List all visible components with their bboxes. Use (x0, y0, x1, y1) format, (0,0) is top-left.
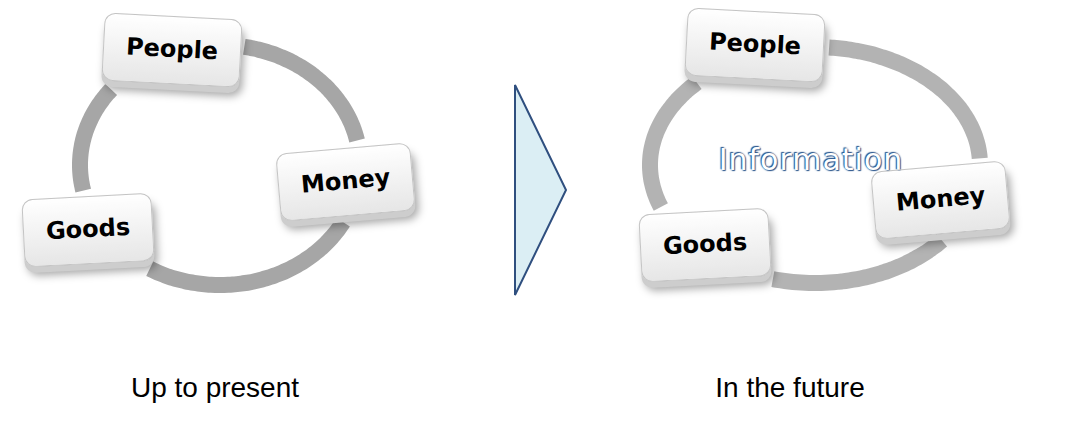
key-label: People (708, 28, 801, 61)
key-box: People (101, 12, 242, 87)
cycle-ring (150, 222, 343, 285)
cycle-ring (773, 240, 942, 283)
cycle-ring (80, 89, 111, 190)
key-label: Money (299, 163, 390, 199)
key-label: Goods (662, 228, 747, 260)
key-label: Goods (45, 213, 130, 245)
transition-arrow (515, 85, 566, 295)
cycle-ring (650, 83, 697, 207)
caption-label: In the future (570, 372, 1010, 404)
key-box: Money (870, 160, 1011, 240)
key-box: Goods (21, 193, 155, 268)
key-label: Money (894, 181, 985, 217)
key-label: People (125, 33, 218, 66)
caption-label: Up to present (0, 372, 435, 404)
cycle-ring (244, 47, 357, 141)
cycle-ring (829, 47, 980, 158)
key-box: Money (275, 142, 416, 222)
key-box: People (684, 7, 825, 82)
key-box: Goods (638, 208, 772, 283)
